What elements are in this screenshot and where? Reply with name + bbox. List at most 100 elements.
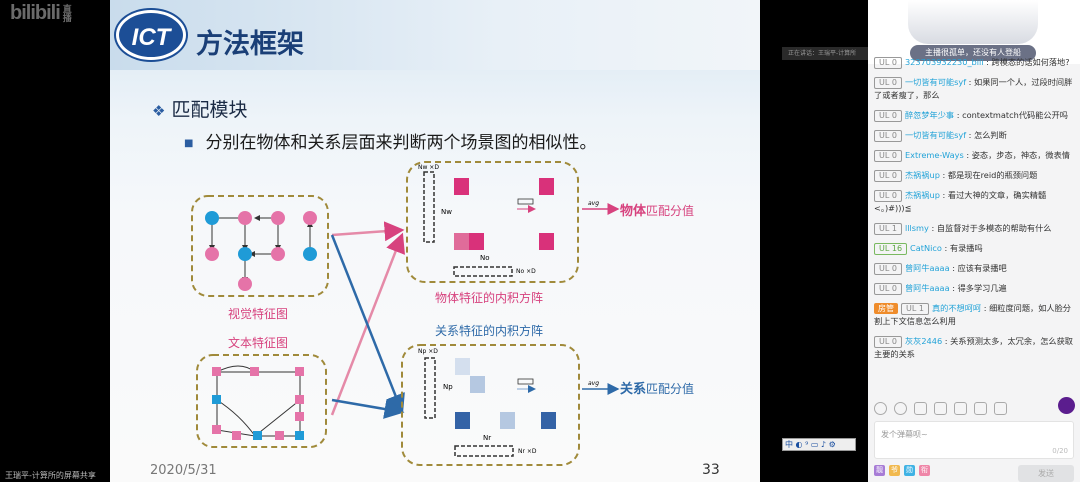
quick-badge-3[interactable]: 勋 [904, 465, 915, 476]
username[interactable]: 曾阿牛aaaa [904, 263, 950, 273]
banner-text[interactable]: 主播很孤单，还没有人登船 [910, 45, 1036, 61]
user-level-badge: UL 0 [874, 263, 902, 275]
screen-icon[interactable] [954, 402, 967, 415]
user-level-badge: UL 0 [874, 130, 902, 142]
section-heading: ❖匹配模块 [152, 99, 248, 121]
np-label: Np [443, 383, 453, 391]
message-text: 姿态，步态，神态，微表情 [971, 150, 1070, 160]
input-placeholder: 发个弹幕呗~ [881, 430, 928, 439]
username[interactable]: 灰灰2446 [904, 336, 943, 346]
danmaku-input[interactable]: 发个弹幕呗~ 0/20 [874, 421, 1074, 459]
quick-badge-1[interactable]: 靓 [874, 465, 885, 476]
square-bullet-icon: ■ [184, 137, 194, 149]
username[interactable]: 真的不想呵呵 [931, 303, 982, 313]
no-d-label: No ×D [516, 268, 536, 275]
nr-d-label: Nr ×D [518, 448, 537, 455]
user-level-badge: UL 0 [874, 336, 902, 348]
username[interactable]: 杰祸祸up [904, 170, 940, 180]
visual-graph-box [191, 195, 329, 297]
emoji-icon[interactable] [874, 402, 887, 415]
avg-label-object: avg [588, 200, 600, 207]
diamond-bullet-icon: ❖ [152, 102, 166, 120]
arrow-visual-to-relation [330, 234, 405, 415]
ime-toolbar[interactable]: 中 ◐ ⁹ ▭ ♪ ⚙ [782, 438, 856, 451]
gift-card-icon[interactable] [934, 402, 947, 415]
screen-share-label: 王瑞平-计算所的屏幕共享 [5, 471, 96, 480]
slide-page-number: 33 [702, 462, 720, 478]
username[interactable]: 醉忽梦年少事 [904, 110, 955, 120]
user-level-badge: UL 1 [874, 223, 902, 235]
user-level-badge: UL 0 [874, 170, 902, 182]
user-level-badge: UL 0 [874, 150, 902, 162]
matching-diagram [191, 161, 620, 466]
username[interactable]: 323703932230_bili [904, 57, 984, 67]
user-level-badge: UL 16 [874, 243, 908, 255]
object-matrix-box [406, 161, 579, 283]
message-text: 看过大神的文章，确实精髓<。)#)))≦ [874, 190, 1047, 213]
message-text: 自监督对于多模态的帮助有什么 [936, 223, 1052, 233]
np-d-label: Np ×D [418, 348, 438, 355]
visual-graph-label: 视觉特征图 [228, 307, 289, 321]
slide-title: 方法框架 [196, 29, 304, 60]
edit-icon[interactable] [974, 402, 987, 415]
text-graph-label: 文本特征图 [228, 336, 289, 350]
nw-label: Nw [441, 208, 452, 216]
message-text: contextmatch代码能公开吗 [962, 110, 1068, 120]
message-text: 都是现在reid的瓶颈问题 [947, 170, 1038, 180]
relation-matrix-caption: 关系特征的内积方阵 [435, 324, 544, 338]
palette-icon[interactable] [894, 402, 907, 415]
slide-date: 2020/5/31 [150, 463, 217, 478]
speaking-indicator: 正在讲话：王瑞平-计算所 [782, 47, 868, 60]
char-counter: 0/20 [1052, 447, 1068, 455]
settings-icon[interactable] [994, 402, 1007, 415]
message-text: 得多学习几遍 [957, 283, 1007, 293]
danmaku-toggle-icon[interactable] [1058, 397, 1075, 414]
message-text: 跨模态的话如何落地? [991, 57, 1070, 67]
username[interactable]: lllsmy [904, 223, 929, 233]
username[interactable]: 杰祸祸up [904, 190, 940, 200]
quick-badge-2[interactable]: 爷 [889, 465, 900, 476]
username[interactable]: 曾阿牛aaaa [904, 283, 950, 293]
arrow-text-to-relation [331, 398, 405, 419]
no-label: No [480, 254, 490, 262]
message-text: 怎么判断 [974, 130, 1007, 140]
avg-label-relation: avg [588, 380, 600, 387]
relation-score-label: 关系匹配分值 [620, 382, 695, 397]
ict-logo: ICT [116, 10, 186, 60]
message-text: 如果同一个人，过段时间胖了或者瘦了，那么 [874, 77, 1073, 100]
message-text: 应该有录播吧 [957, 263, 1007, 273]
username[interactable]: CatNico [910, 243, 942, 253]
quick-badge-4[interactable]: 衔 [919, 465, 930, 476]
user-level-badge: UL 0 [874, 190, 902, 202]
nw-d-label: Nw ×D [418, 164, 439, 171]
username[interactable]: 一切皆有可能syf [904, 130, 967, 140]
user-level-badge: UL 0 [874, 57, 902, 69]
send-button[interactable]: 发送 [1018, 465, 1074, 482]
arrow-visual-to-object [331, 221, 405, 242]
object-matrix-caption: 物体特征的内积方阵 [435, 291, 544, 305]
bullet-point: ■分别在物体和关系层面来判断两个场景图的相似性。 [184, 133, 597, 153]
banner-illustration [908, 0, 1038, 44]
sparkle-icon[interactable] [914, 402, 927, 415]
user-level-badge: UL 0 [874, 110, 902, 122]
username[interactable]: Extreme-Ways [904, 150, 964, 160]
presentation-slide: ICT 方法框架 ❖匹配模块 ■分别在物体和关系层面来判断两个场景图的相似性。 [110, 0, 760, 482]
user-level-badge: UL 0 [874, 283, 902, 295]
username[interactable]: 一切皆有可能syf [904, 77, 967, 87]
message-text: 关系预测太多，太冗余，怎么获取主要的关系 [874, 336, 1073, 359]
message-text: 有录播吗 [949, 243, 983, 253]
slide-title-bar [110, 0, 760, 70]
